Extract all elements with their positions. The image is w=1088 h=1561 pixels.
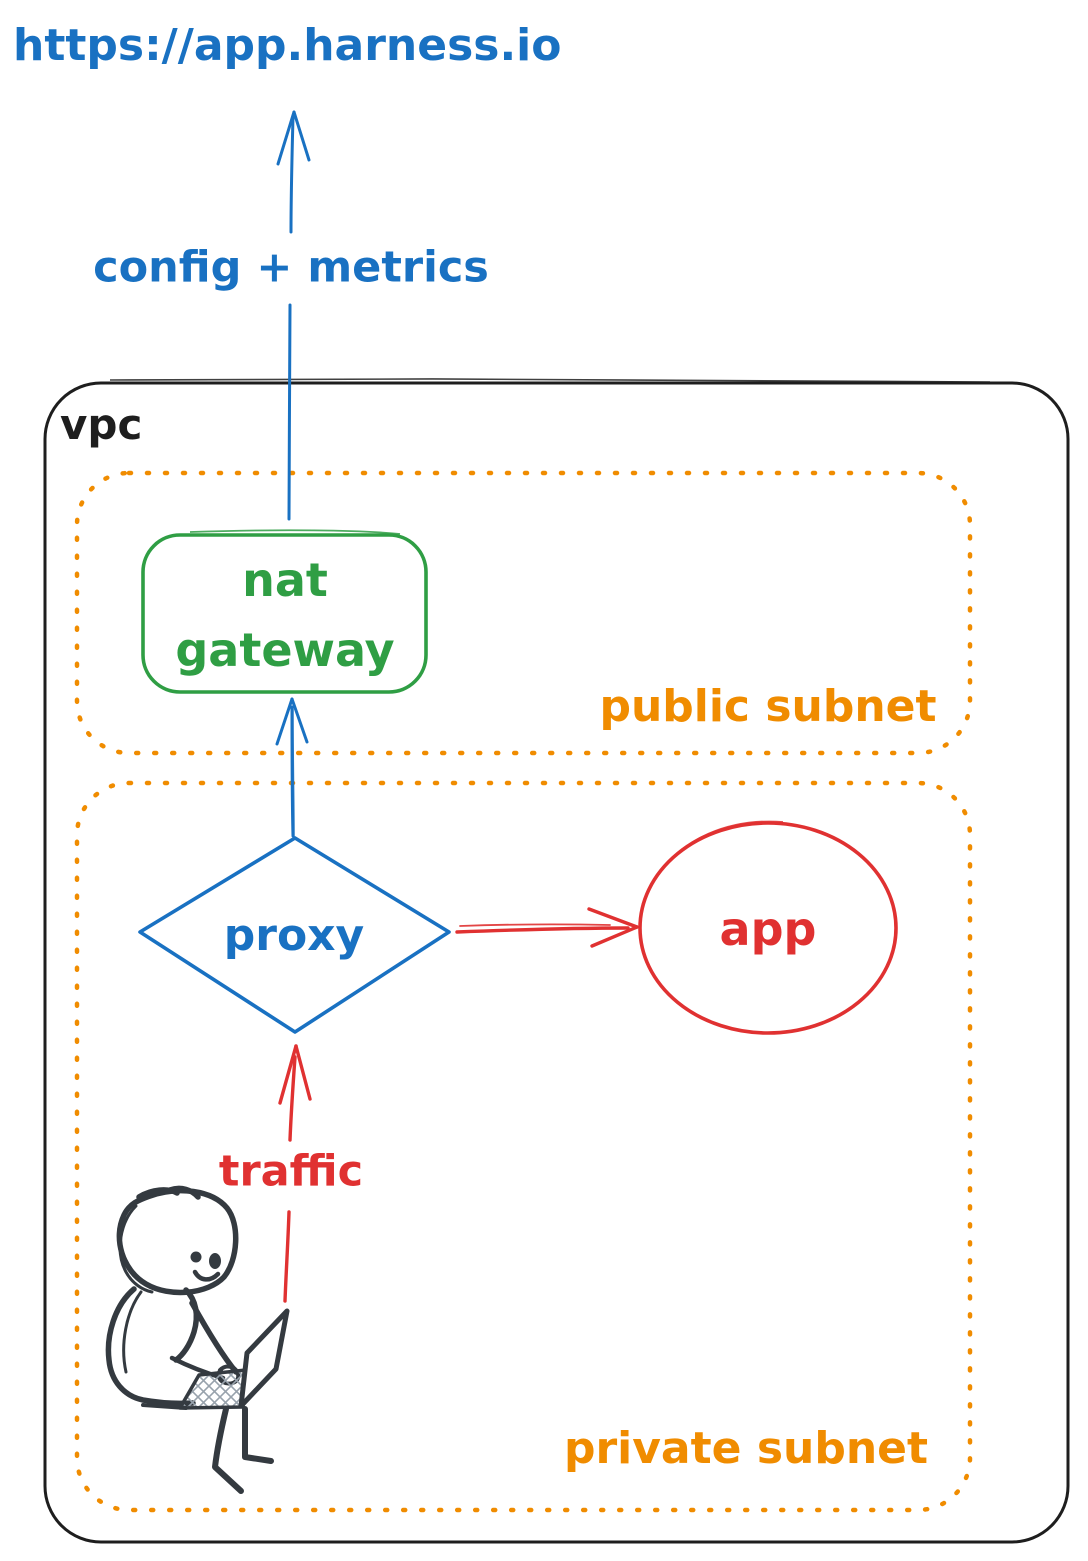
config-metrics-arrow bbox=[276, 110, 311, 521]
vpc-label: vpc bbox=[60, 400, 143, 449]
person-seat-line bbox=[141, 1403, 188, 1410]
nat-gateway-label-line2: gateway bbox=[175, 623, 395, 677]
person-head bbox=[116, 1187, 239, 1296]
nat-gateway-label-line1: nat bbox=[242, 553, 328, 608]
proxy-label: proxy bbox=[223, 910, 365, 961]
vpc-border bbox=[43, 378, 1070, 1544]
url-label: https://app.harness.io bbox=[13, 20, 562, 71]
person-leg-back bbox=[242, 1406, 274, 1464]
app-label: app bbox=[719, 902, 817, 956]
person-arm bbox=[189, 1300, 239, 1375]
nat-gateway-shape bbox=[141, 529, 428, 694]
person-body-sketch-stroke bbox=[122, 1290, 143, 1374]
person-back bbox=[173, 1287, 200, 1363]
private-subnet-border bbox=[74, 780, 973, 1513]
laptop-keyboard bbox=[178, 1368, 248, 1410]
person-smile bbox=[192, 1269, 221, 1282]
person-eye bbox=[190, 1251, 202, 1263]
person-with-laptop-figure bbox=[105, 1185, 290, 1494]
private-subnet-label: private subnet bbox=[563, 1423, 929, 1474]
config-metrics-label: config + metrics bbox=[93, 242, 489, 293]
person-head-sketch-stroke bbox=[118, 1204, 154, 1294]
person-ear bbox=[209, 1253, 221, 1269]
person-leg-front bbox=[212, 1406, 244, 1494]
public-subnet-label: public subnet bbox=[599, 681, 937, 732]
nat-gateway-label: nat gateway bbox=[175, 546, 394, 686]
traffic-arrow bbox=[278, 1044, 312, 1303]
app-circle-shape bbox=[638, 820, 898, 1035]
proxy-diamond-shape bbox=[138, 836, 451, 1034]
proxy-to-nat-gateway-arrow bbox=[275, 697, 309, 838]
traffic-label: traffic bbox=[218, 1146, 364, 1197]
person-body bbox=[105, 1286, 196, 1407]
person-hair bbox=[136, 1185, 201, 1200]
public-subnet-border bbox=[74, 470, 973, 756]
proxy-to-app-arrow bbox=[455, 907, 639, 948]
laptop-screen bbox=[238, 1308, 290, 1409]
